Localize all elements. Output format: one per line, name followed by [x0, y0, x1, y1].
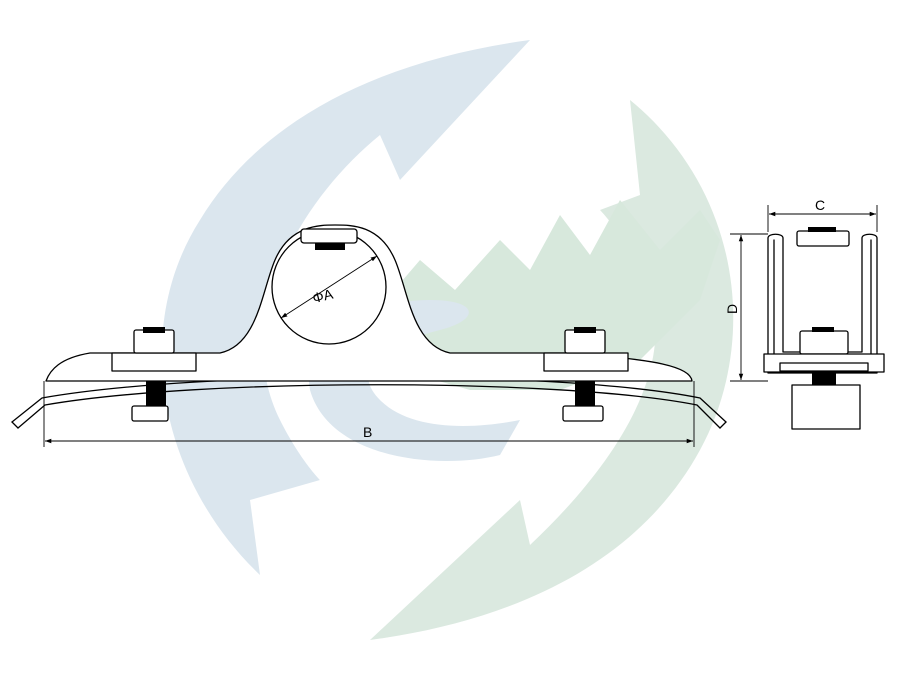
dim-a-line	[280, 255, 378, 319]
side-bolt-shaft	[812, 373, 836, 387]
side-top-cap	[808, 227, 836, 232]
side-mid-nut	[799, 330, 849, 355]
strap-end-right	[719, 421, 727, 429]
right-bolt-shaft	[575, 381, 595, 407]
left-nut-bottom	[131, 405, 169, 422]
right-bolt-cap	[574, 327, 596, 333]
ring-top-washer	[315, 243, 345, 250]
watermark-mountains	[360, 200, 720, 390]
right-nut-top	[564, 329, 606, 354]
side-strap	[779, 362, 869, 372]
dim-b-label: B	[363, 424, 372, 440]
ring-top-nut	[300, 228, 358, 244]
spring-strap-edge	[17, 384, 721, 429]
left-nut-top	[133, 329, 175, 354]
dim-c-label: C	[815, 197, 825, 213]
front-view: ΦA B	[11, 224, 727, 447]
side-mid-cap	[812, 327, 834, 332]
right-nut-bottom	[562, 405, 604, 422]
left-bolt-cap	[143, 327, 165, 333]
strap-end-left	[11, 421, 19, 429]
side-top-nut	[796, 230, 850, 247]
side-view: C D	[724, 197, 885, 430]
right-plate	[543, 352, 629, 372]
side-bottom-block	[791, 384, 861, 430]
left-plate	[111, 352, 197, 372]
left-bolt-shaft	[146, 381, 166, 407]
dim-d-label: D	[724, 304, 740, 314]
dim-a-label: ΦA	[311, 285, 335, 306]
